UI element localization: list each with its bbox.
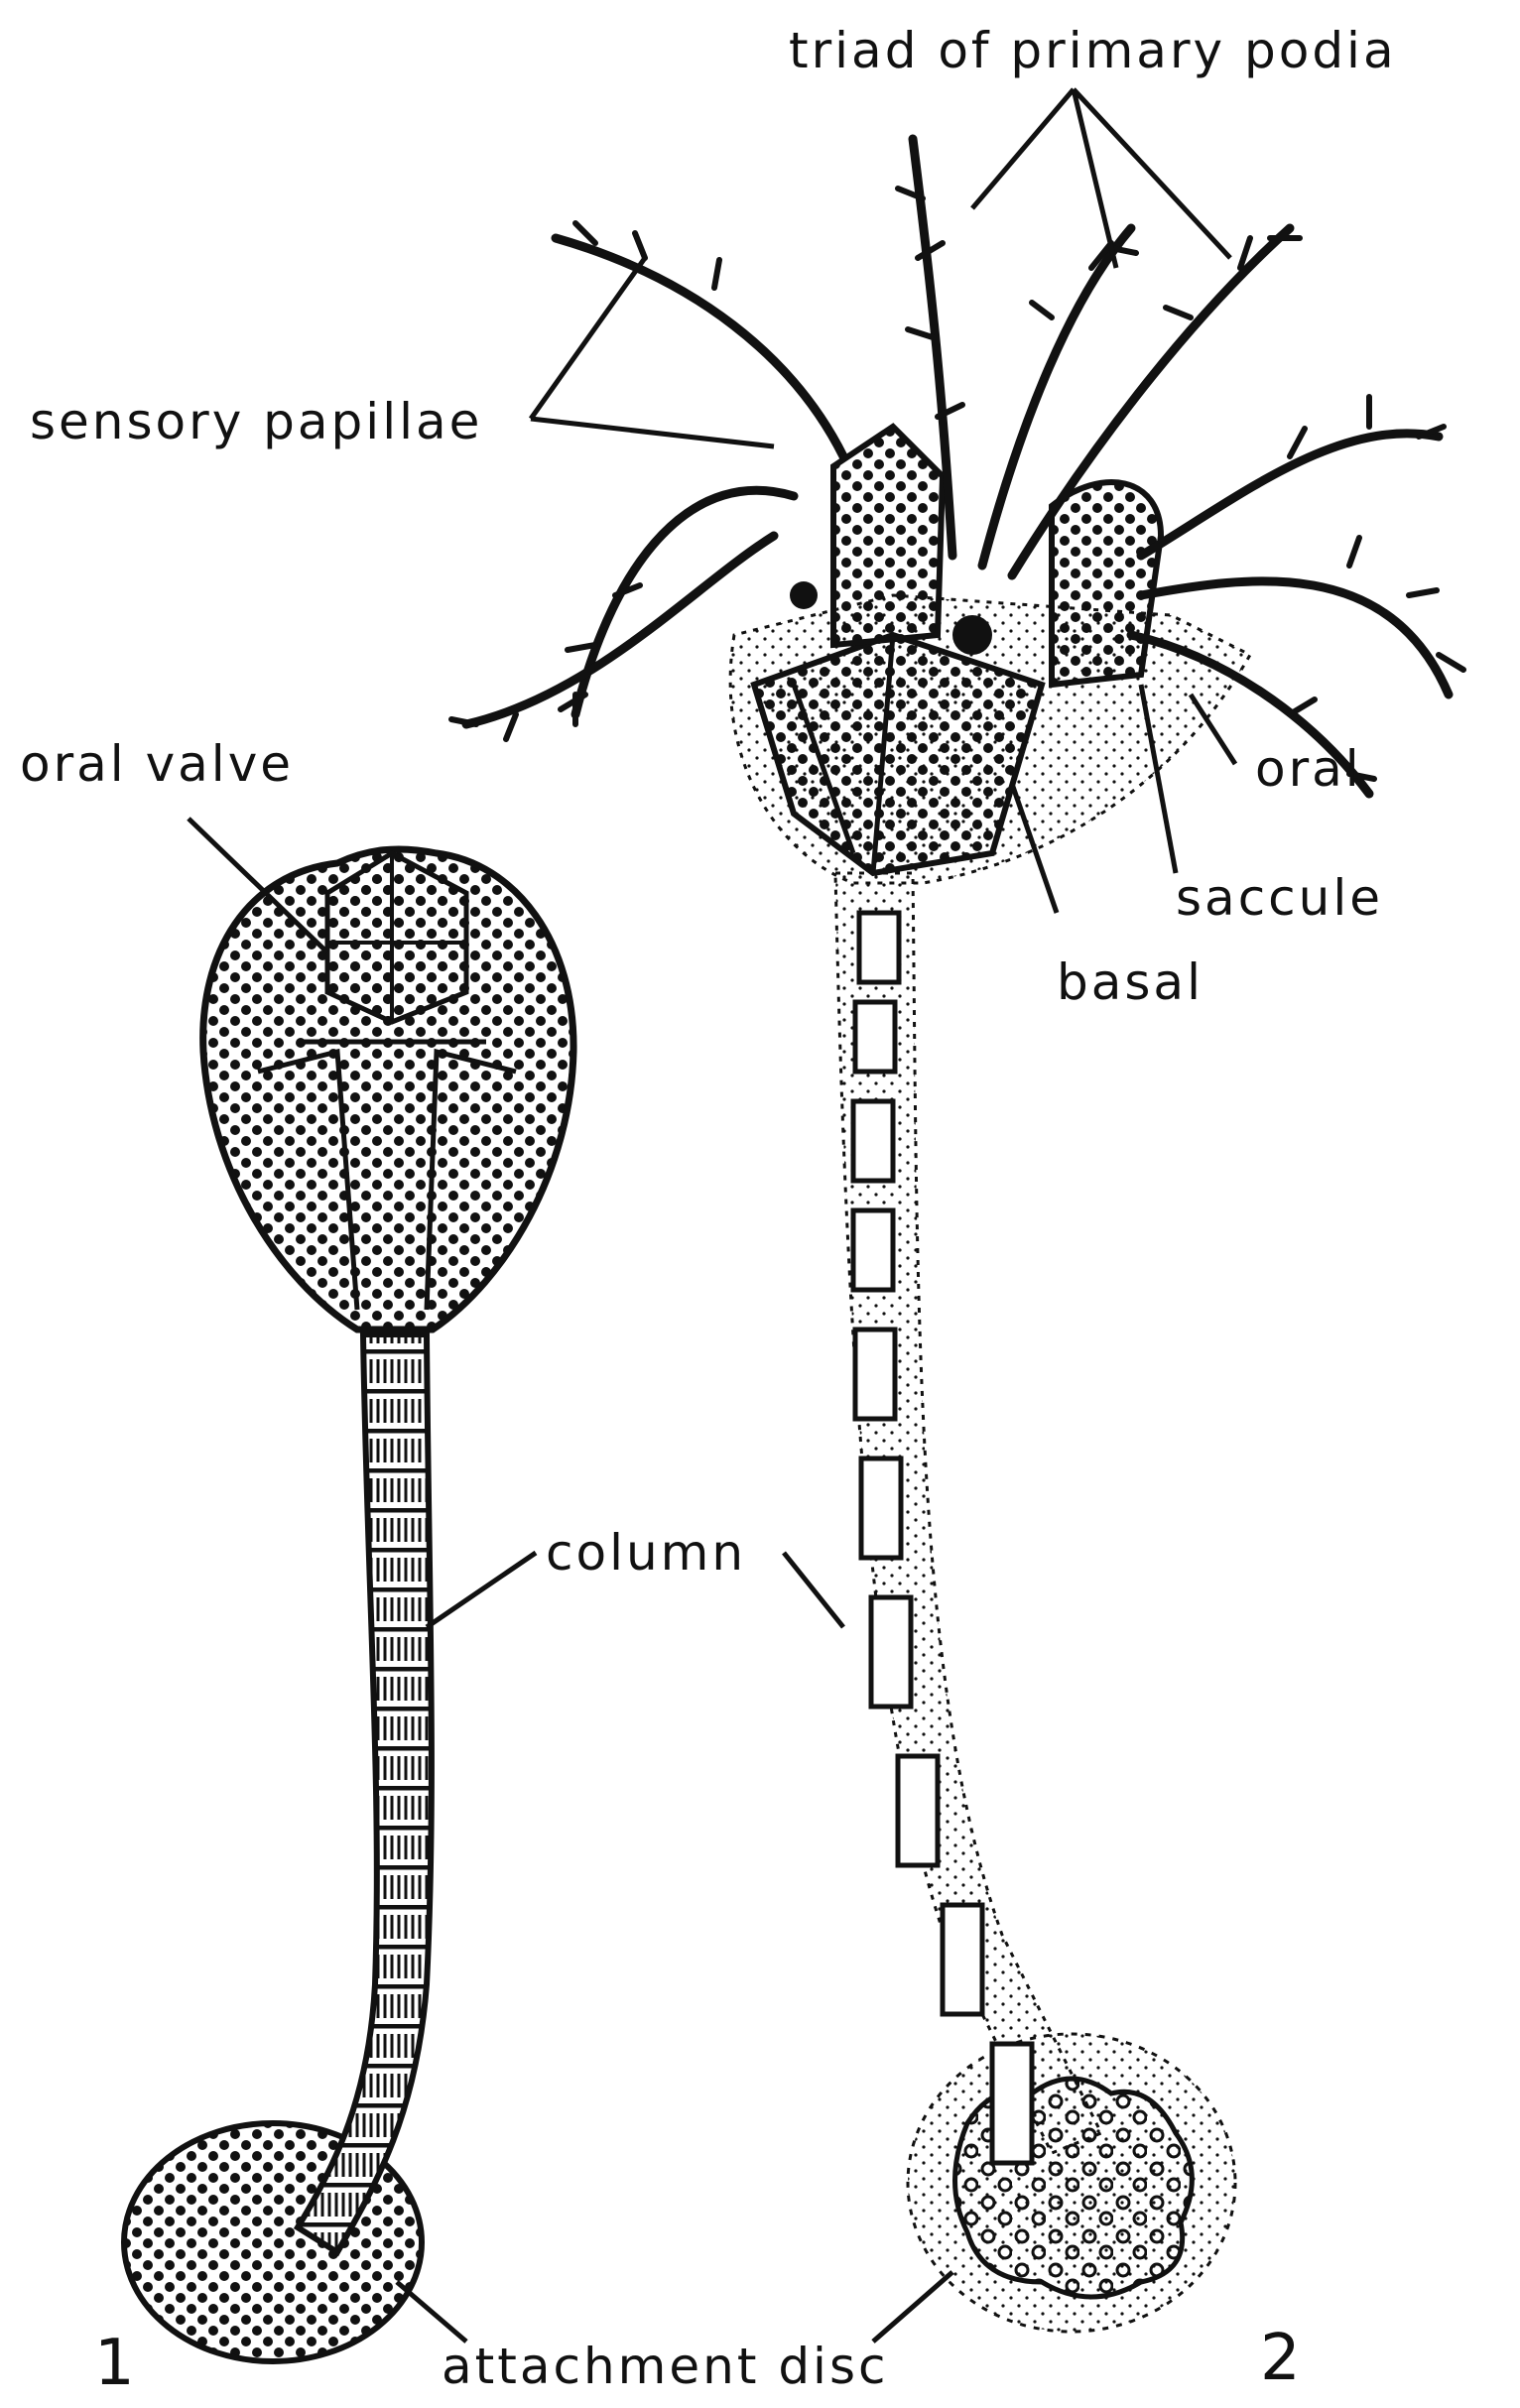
label-oral: oral bbox=[1255, 744, 1362, 794]
fig2-saccule-left bbox=[790, 581, 818, 609]
figure-number-2: 2 bbox=[1260, 2327, 1301, 2390]
figure-2 bbox=[451, 139, 1463, 2332]
label-triad-of-primary-podia: triad of primary podia bbox=[789, 26, 1397, 75]
fig2-oral-plates bbox=[833, 427, 943, 645]
label-column: column bbox=[546, 1528, 746, 1578]
leader-sensory-papillae bbox=[531, 258, 774, 446]
leader-triad bbox=[972, 89, 1230, 268]
fig2-oral-plate-right bbox=[1052, 482, 1161, 685]
fig1-column bbox=[298, 1334, 432, 2252]
figure-1 bbox=[124, 849, 573, 2361]
figure-number-1: 1 bbox=[94, 2332, 135, 2395]
label-attachment-disc: attachment disc bbox=[442, 2342, 889, 2391]
leader-attachment-disc bbox=[397, 2272, 952, 2342]
label-oral-valve: oral valve bbox=[20, 739, 294, 789]
label-sensory-papillae: sensory papillae bbox=[30, 397, 482, 446]
label-saccule: saccule bbox=[1176, 873, 1383, 923]
label-basal: basal bbox=[1057, 957, 1203, 1007]
fig2-saccule bbox=[952, 615, 992, 655]
